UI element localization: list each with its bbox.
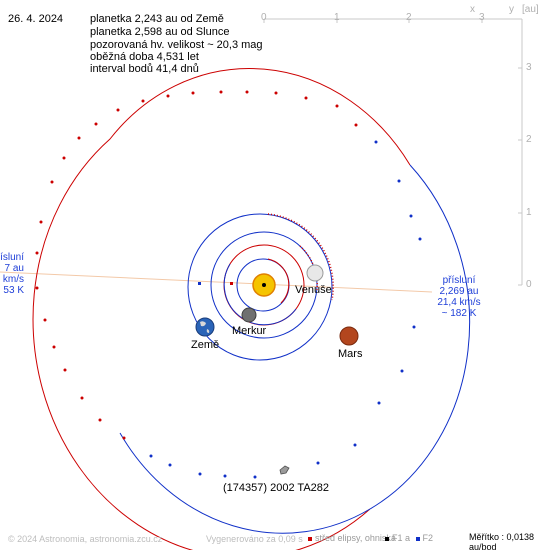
mars-label: Mars <box>338 348 363 360</box>
ellipse-center-marker <box>230 282 233 285</box>
x-axis-name: x <box>470 4 475 15</box>
perihelion-left-temperature: 53 K <box>3 285 24 296</box>
asteroid-icon <box>279 465 290 475</box>
asteroid-label: (174357) 2002 TA282 <box>223 482 330 494</box>
asteroid-orbit-blue-lower <box>119 432 371 534</box>
y-tick-3: 3 <box>526 62 532 73</box>
perihelion-left-speed: km/s <box>2 274 24 285</box>
asteroid-orbit-blue <box>369 164 471 510</box>
perihelion-info-right: přísluní 2,269 au 21,4 km/s ~ 182 K <box>424 275 494 319</box>
y-tick-2: 2 <box>526 134 532 145</box>
asteroid-orbit-red <box>32 68 411 550</box>
mercury-orbit-red <box>267 258 290 304</box>
legend-center: střed elipsy, ohniska <box>308 533 396 543</box>
legend-center-label: střed elipsy, ohniska <box>315 533 396 543</box>
venus-icon <box>306 264 324 282</box>
perihelion-speed: 21,4 km/s <box>437 297 481 308</box>
legend-f2-label: F2 <box>422 533 434 543</box>
x-tick-0: 0 <box>261 12 267 23</box>
venus-orbit-blue <box>223 263 297 326</box>
credit-link[interactable]: © 2024 Astronomia, astronomia.zcu.cz <box>8 534 163 544</box>
scale-label: Měřítko : 0,0138 au/bod <box>469 532 535 552</box>
y-axis-name: y <box>509 4 514 15</box>
venus-label: Venuše <box>295 284 332 296</box>
focus-f2-marker <box>198 282 201 285</box>
earth-icon <box>195 317 215 337</box>
perihelion-distance: 2,269 au <box>439 286 479 297</box>
apsides-line <box>0 271 433 293</box>
generation-time: Vygenerováno za 0,09 s <box>206 534 303 544</box>
observed-magnitude: pozorovaná hv. velikost ~ 20,3 mag <box>90 39 263 51</box>
x-tick-3: 3 <box>479 12 485 23</box>
date-label: 26. 4. 2024 <box>8 13 64 25</box>
legend-f1-label: F1 a <box>392 533 411 543</box>
mercury-label: Merkur <box>232 325 267 337</box>
mars-icon <box>339 326 359 346</box>
perihelion-left-title: ísluní <box>0 252 24 263</box>
y-tick-1: 1 <box>526 207 532 218</box>
asteroid-orbit-points <box>35 90 422 479</box>
earth-label: Země <box>191 339 220 351</box>
perihelion-info-left: ísluní 7 au km/s 53 K <box>0 252 24 296</box>
y-tick-0: 0 <box>526 279 532 290</box>
axis-unit: [au] <box>522 4 539 15</box>
mars-orbit <box>187 213 333 361</box>
orbital-period: oběžná doba 4,531 let <box>90 51 199 63</box>
distance-from-earth: planetka 2,243 au od Země <box>90 13 224 25</box>
x-tick-2: 2 <box>406 12 412 23</box>
mars-orbit-red-dotted <box>267 213 334 301</box>
mercury-icon <box>241 307 257 323</box>
legend-focus: F1 a F2 <box>385 533 433 543</box>
axis-ticks <box>263 19 522 286</box>
perihelion-title: přísluní <box>442 275 476 286</box>
earth-orbit <box>210 231 318 339</box>
x-tick-1: 1 <box>334 12 340 23</box>
distance-from-sun: planetka 2,598 au od Slunce <box>90 26 230 38</box>
point-interval: interval bodů 41,4 dnů <box>90 63 199 75</box>
perihelion-temperature: ~ 182 K <box>441 308 477 319</box>
perihelion-left-distance: 7 au <box>4 263 24 274</box>
